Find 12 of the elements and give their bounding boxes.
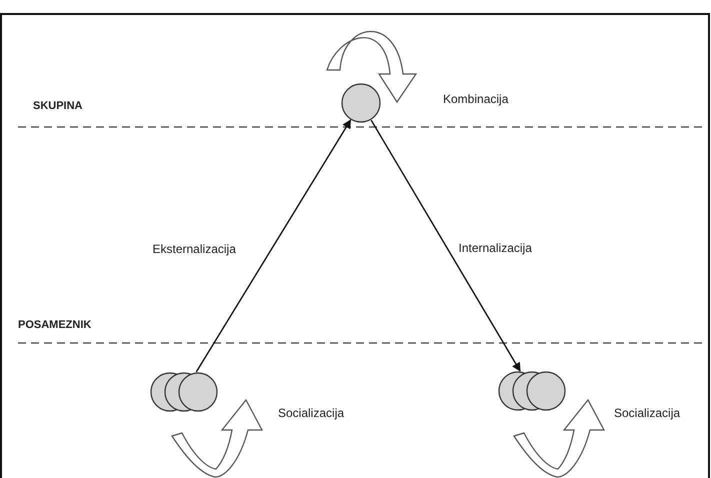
circle-node [341,83,381,123]
level-label: SKUPINA [33,99,83,114]
circle-stack [498,371,566,411]
arrow [370,120,521,372]
process-label: Kombinacija [443,91,508,108]
level-label: POSAMEZNIK [18,318,92,333]
process-label: Socializacija [278,405,344,422]
edge-label: Eksternalizacija [152,240,236,258]
arrow [196,119,352,372]
circle-stack [150,372,218,412]
edge-label: Internalizacija [458,240,532,257]
process-label: Socializacija [614,405,680,422]
